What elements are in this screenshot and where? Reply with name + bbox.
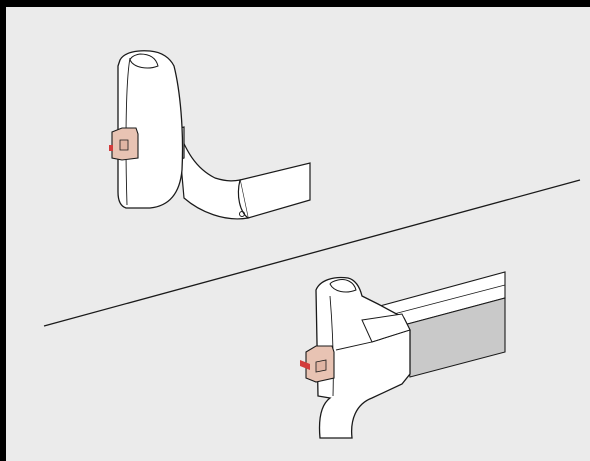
illustration-panel	[6, 7, 590, 461]
curved-handle-icon	[109, 51, 310, 219]
hardware-illustration	[6, 7, 590, 461]
bar-latch-tab	[300, 346, 334, 382]
latch-tab-icon	[109, 128, 138, 160]
handle-arm	[178, 130, 248, 219]
handle-tube	[240, 163, 310, 218]
bar-latch-notch	[316, 360, 326, 372]
latch-indicator	[109, 145, 113, 151]
latch-tab-notch	[120, 140, 128, 150]
straight-bar-icon	[300, 272, 505, 438]
